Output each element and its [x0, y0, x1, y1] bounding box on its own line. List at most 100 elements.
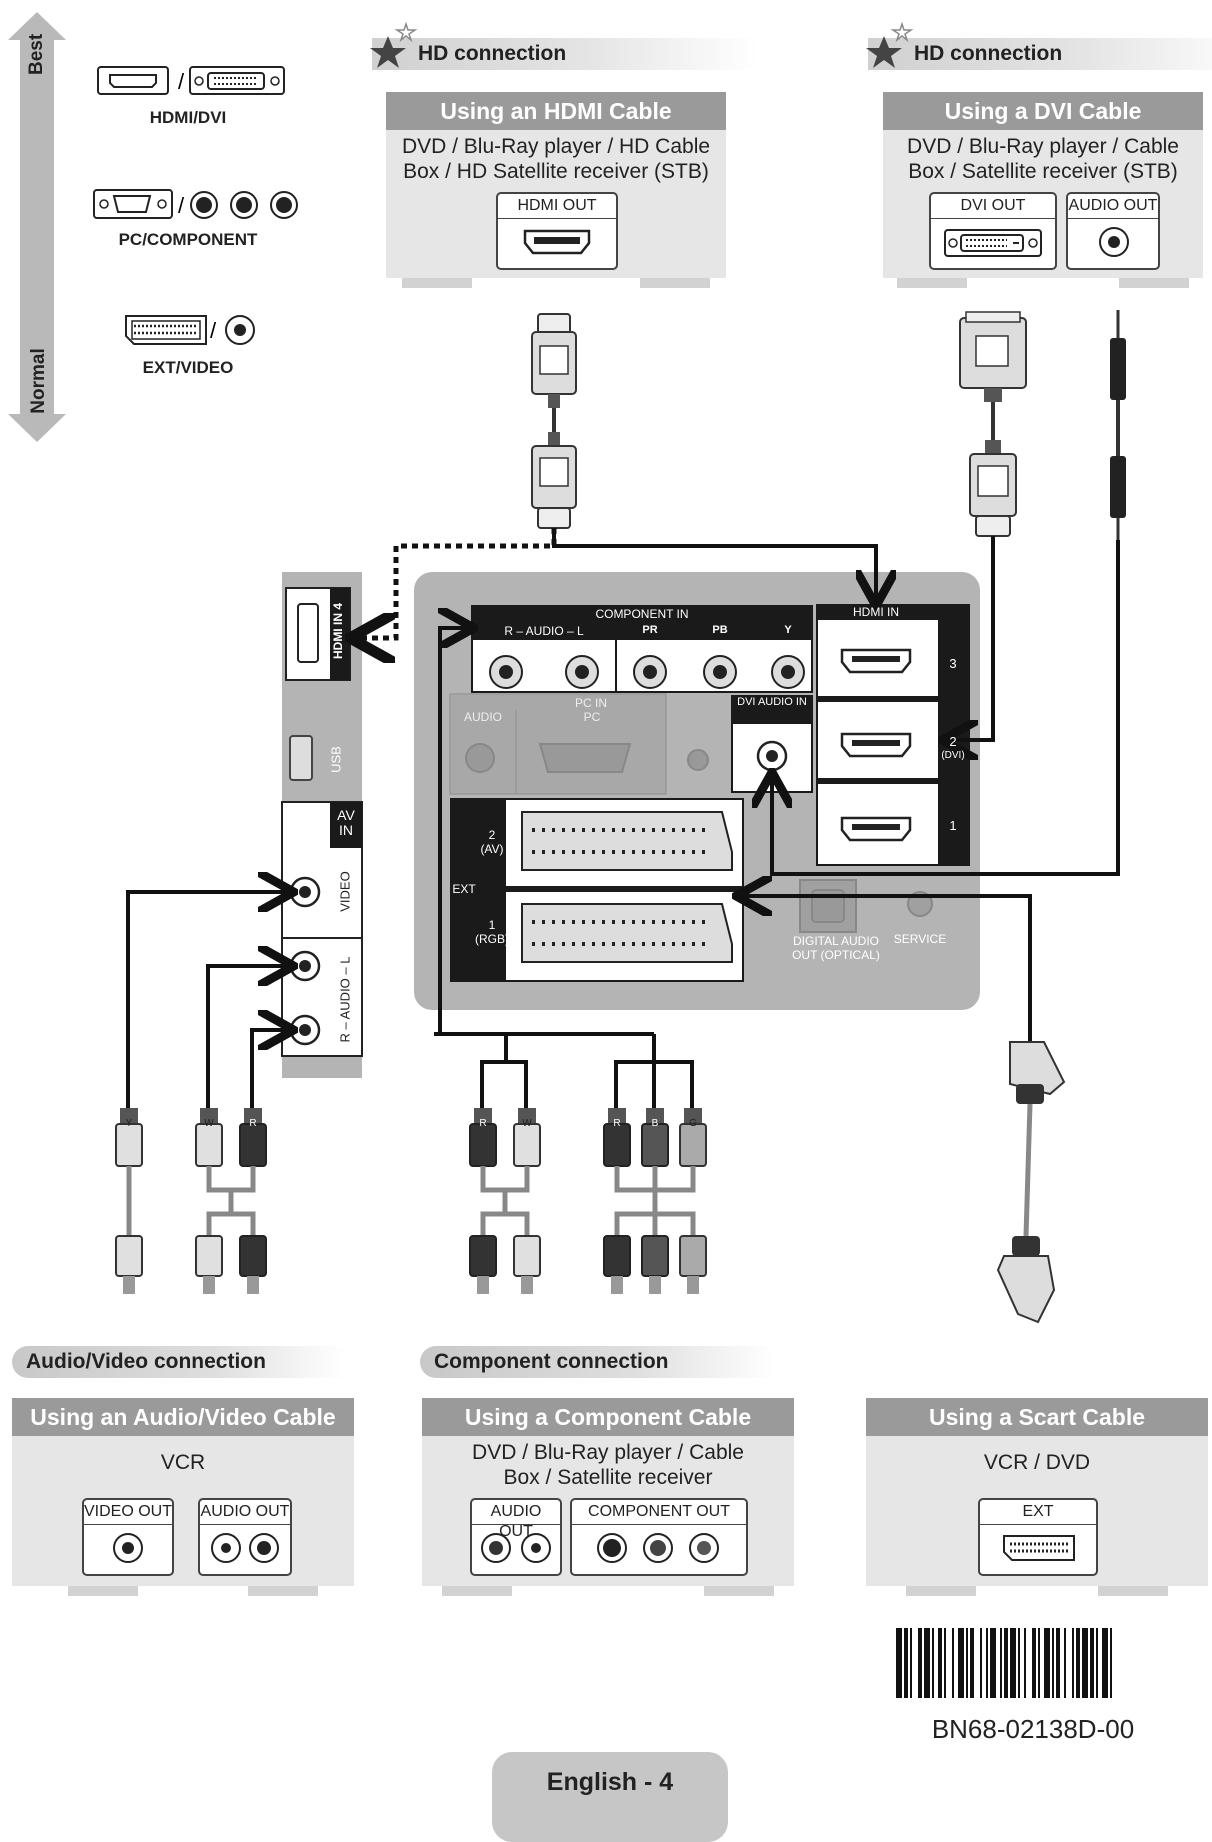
scart-ports: [521, 811, 733, 963]
side-audio-label: R – AUDIO – L: [337, 956, 353, 1043]
hd-connection-label: HD connection: [914, 42, 1063, 65]
component-jacks-icon: [597, 1533, 719, 1563]
hdmi-in-1-label: 1: [949, 818, 957, 833]
barcode-bar: [980, 1628, 982, 1698]
barcode-bar: [986, 1628, 988, 1698]
barcode-bar: [970, 1628, 974, 1698]
hd-connection-ribbon-right: HD connection: [868, 38, 1212, 70]
barcode-bar: [1090, 1628, 1094, 1698]
pc-in-label: PC IN: [574, 696, 607, 710]
av-audio-out-port: AUDIO OUT: [198, 1498, 292, 1576]
component-audio-out-port: AUDIO OUT: [470, 1498, 562, 1576]
barcode-bar: [910, 1628, 912, 1698]
plug-w-upper: W: [204, 1118, 214, 1129]
component-audio-label: R – AUDIO – L: [504, 624, 584, 638]
dvi-box-desc: DVD / Blu-Ray player / Cable Box / Satel…: [907, 135, 1179, 183]
box-foot: [68, 1586, 138, 1596]
hdmi-cable-box: Using an HDMI Cable DVD / Blu-Ray player…: [386, 92, 726, 288]
plug-y-upper: Y: [125, 1118, 133, 1129]
rca-plugs-upper: [115, 1108, 707, 1167]
box-foot: [248, 1586, 318, 1596]
component-cable-box: Using a Component Cable DVD / Blu-Ray pl…: [422, 1398, 794, 1596]
barcode-bar: [952, 1628, 954, 1698]
av-video-out-port: VIDEO OUT: [82, 1498, 174, 1576]
rca-plugs-lower: [115, 1235, 707, 1294]
barcode-bar: [1032, 1628, 1036, 1698]
hdmi-in-2-label: 2: [949, 734, 957, 749]
barcode-bar: [958, 1628, 964, 1698]
hdmi-in-ports: [840, 648, 912, 842]
box-foot: [704, 1586, 774, 1596]
dvi-cable-box: Using a DVI Cable DVD / Blu-Ray player /…: [883, 92, 1203, 288]
side-av-in-label: AV IN: [337, 807, 355, 838]
barcode-bar: [1052, 1628, 1054, 1698]
side-hdmi4-label: HDMI IN 4: [331, 603, 345, 660]
box-foot: [1119, 278, 1189, 288]
ext-label: EXT: [452, 882, 476, 896]
scart-ext-label: EXT: [980, 1502, 1096, 1525]
plug-r-upper: R: [249, 1118, 257, 1129]
component-in-label: COMPONENT IN: [595, 607, 689, 621]
component-pr-label: PR: [642, 624, 658, 636]
hdmi-box-desc: DVD / Blu-Ray player / HD Cable Box / HD…: [401, 135, 711, 183]
side-video-label: VIDEO: [337, 871, 353, 912]
barcode-bar: [1076, 1628, 1080, 1698]
service-label: SERVICE: [893, 932, 947, 946]
scart-port-icon: [1003, 1535, 1075, 1561]
barcode-bar: [1110, 1628, 1112, 1698]
dvi-port-icon: [944, 229, 1042, 257]
barcode-bar: [896, 1628, 902, 1698]
barcode-bar: [1044, 1628, 1050, 1698]
component-connection-ribbon: Component connection: [420, 1346, 774, 1378]
svg-text:/: /: [178, 193, 185, 218]
plug-w-upper-comp: W: [522, 1118, 532, 1129]
svg-text:/: /: [210, 318, 217, 343]
dvi-audio-out-label: AUDIO OUT: [1068, 196, 1158, 219]
barcode-bar: [990, 1628, 996, 1698]
side-usb-label: USB: [328, 746, 344, 773]
pc-audio-label: AUDIO: [463, 710, 502, 724]
scart-box-desc: VCR / DVD: [983, 1451, 1091, 1474]
page-footer: English - 4: [492, 1752, 728, 1842]
audio-jacks-icon: [481, 1533, 551, 1563]
video-jack-icon: [113, 1533, 143, 1563]
quality-scale-arrow: [8, 12, 66, 442]
hdmi-out-label: HDMI OUT: [498, 196, 616, 219]
box-foot: [897, 278, 967, 288]
barcode-bar: [1018, 1628, 1020, 1698]
hdmi-dvi-legend-icon: /: [97, 66, 285, 95]
component-out-port: COMPONENT OUT: [570, 1498, 748, 1576]
hdmi-out-port: HDMI OUT: [496, 192, 618, 270]
dvi-audio-in-label: DVI AUDIO IN: [737, 696, 807, 708]
svg-text:/: /: [178, 69, 185, 94]
barcode-bar: [1010, 1628, 1016, 1698]
plug-b-upper: B: [651, 1118, 659, 1129]
box-foot: [640, 278, 710, 288]
digital-audio-out-label: DIGITAL AUDIO OUT (OPTICAL): [792, 934, 880, 962]
component-box-desc: DVD / Blu-Ray player / Cable Box / Satel…: [472, 1441, 744, 1489]
hdmi-cable-plug-top: [531, 313, 577, 408]
scale-best-label: Best: [26, 33, 47, 75]
av-connection-ribbon: Audio/Video connection: [12, 1346, 346, 1378]
barcode-bar: [1024, 1628, 1026, 1698]
legend-ext-video: EXT/VIDEO: [142, 358, 234, 377]
hdmi-port-icon: [523, 229, 591, 255]
scart-cable-box: Using a Scart Cable VCR / DVD EXT: [866, 1398, 1208, 1596]
box-foot: [442, 1586, 512, 1596]
hdmi-cable-plug-bottom: [531, 432, 577, 529]
component-pb-label: PB: [712, 624, 728, 636]
ext1-label: 1: [488, 918, 496, 932]
barcode-bar: [918, 1628, 922, 1698]
barcode-bar: [1072, 1628, 1074, 1698]
pc-label: PC: [583, 710, 601, 724]
audio-minijack-plug: [1110, 310, 1126, 540]
dvi-out-port: DVI OUT: [929, 192, 1057, 270]
component-jacks: [489, 655, 805, 689]
av-cable-box: Using an Audio/Video Cable VCR VIDEO OUT…: [12, 1398, 354, 1596]
av-box-title: Using an Audio/Video Cable: [12, 1398, 354, 1436]
barcode-image: [896, 1628, 1112, 1698]
component-audio-out-label: AUDIO OUT: [472, 1502, 560, 1540]
dvi-cable-plug-top: [959, 311, 1027, 402]
box-foot: [1098, 1586, 1168, 1596]
scart-box-title: Using a Scart Cable: [866, 1398, 1208, 1436]
